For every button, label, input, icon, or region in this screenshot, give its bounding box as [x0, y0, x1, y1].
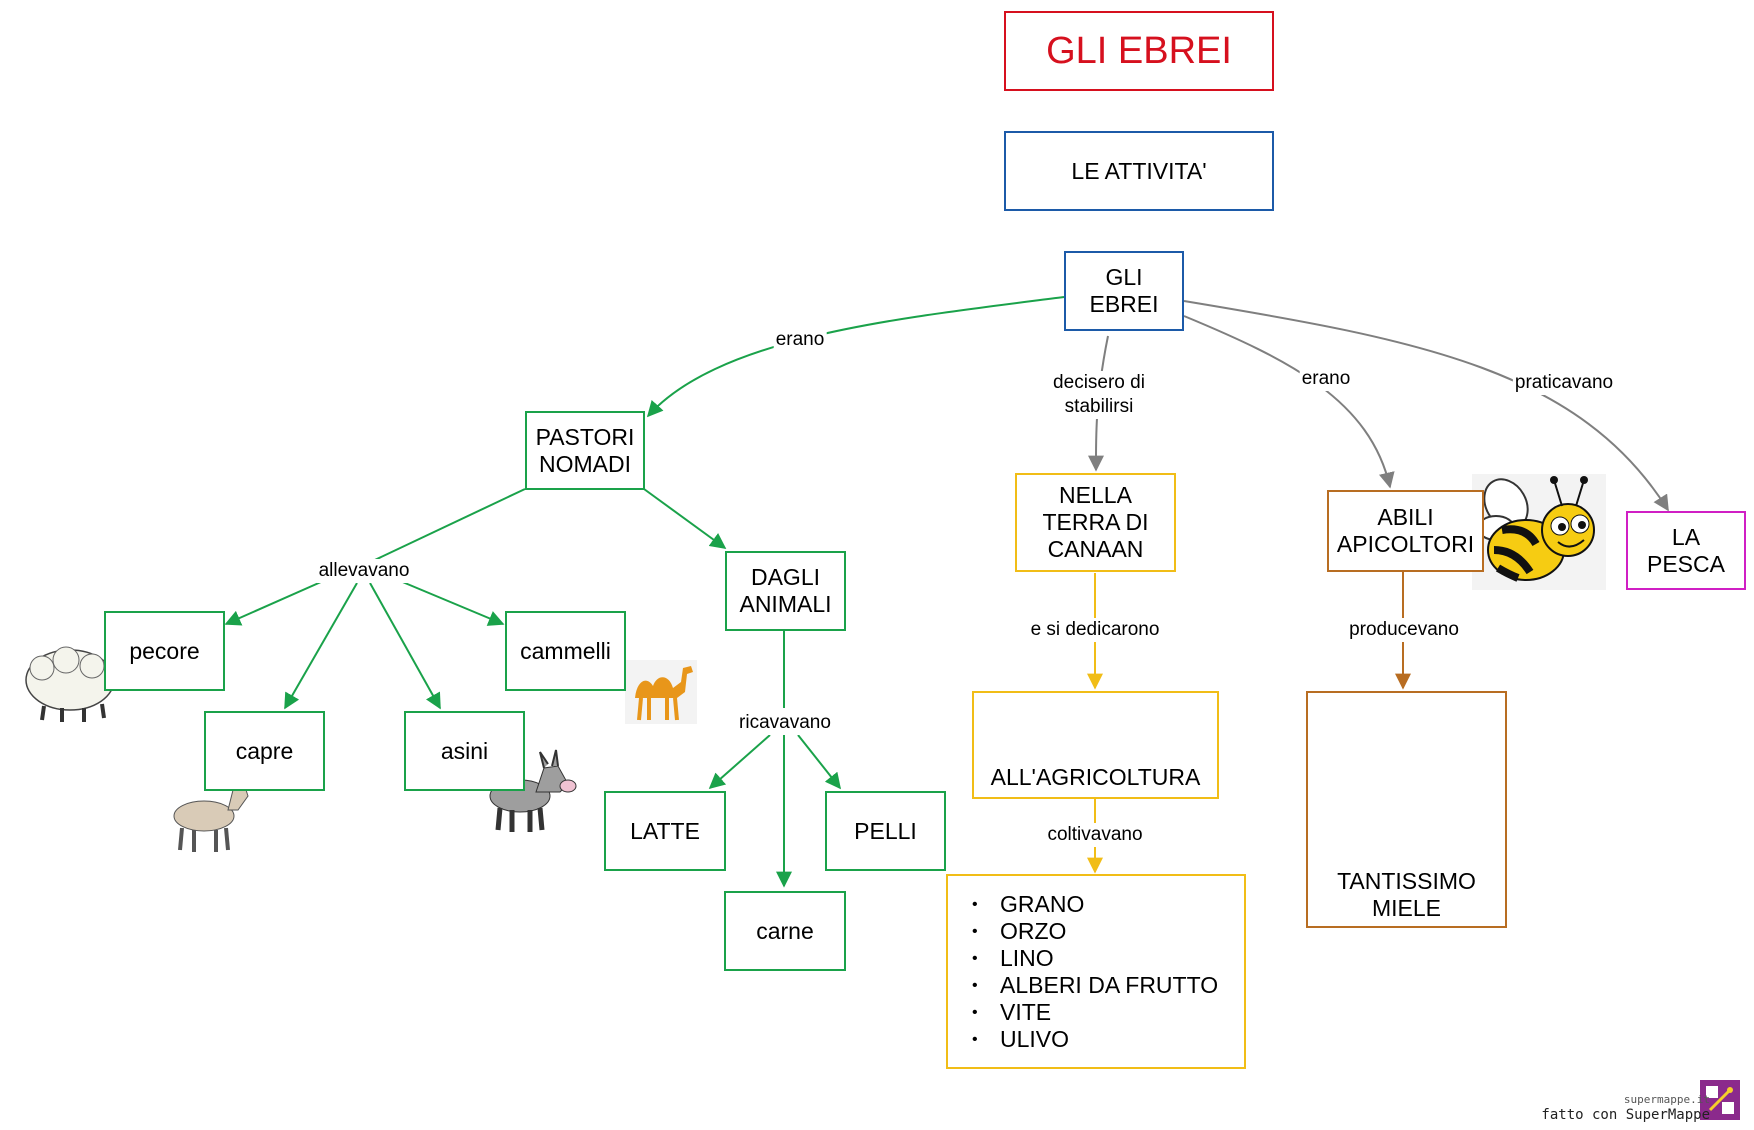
subtitle-text: LE ATTIVITA' — [1071, 157, 1207, 184]
page-title: GLI EBREI — [1004, 11, 1274, 91]
node-agricoltura-label: ALL'AGRICOLTURA — [990, 764, 1201, 790]
edge-to-pecore — [224, 577, 331, 626]
node-latte[interactable]: LATTE — [604, 791, 726, 871]
node-canaan-label: NELLA TERRA DI CANAAN — [1042, 482, 1149, 562]
node-pelli[interactable]: PELLI — [825, 791, 946, 871]
edge-label-erano-apicoltori: erano — [1299, 367, 1353, 391]
edge-label-erano-pastori: erano — [773, 328, 827, 352]
crop-item: GRANO — [948, 891, 1218, 918]
edge-label-praticavano: praticavano — [1512, 371, 1616, 395]
crop-item: ULIVO — [948, 1026, 1218, 1053]
crop-item: ORZO — [948, 918, 1218, 945]
edge-label-allevavano: allevavano — [316, 559, 412, 583]
subtitle-box: LE ATTIVITA' — [1004, 131, 1274, 211]
page-title-text: GLI EBREI — [1046, 29, 1232, 72]
node-asini-label: asini — [440, 737, 489, 764]
node-la-pesca[interactable]: LA PESCA — [1626, 511, 1746, 590]
node-root[interactable]: GLI EBREI — [1064, 251, 1184, 331]
edge-to-cammelli — [392, 577, 505, 626]
node-capre[interactable]: capre — [204, 711, 325, 791]
footer-credit: supermappe.it fatto con SuperMappe — [1541, 1093, 1710, 1124]
edge-pastori-animali — [643, 488, 727, 549]
node-pecore-label: pecore — [129, 637, 200, 664]
footer-site: supermappe.it — [1623, 1093, 1710, 1106]
node-asini[interactable]: asini — [404, 711, 525, 791]
node-pecore[interactable]: pecore — [104, 611, 225, 691]
node-terra-canaan[interactable]: NELLA TERRA DI CANAAN — [1015, 473, 1176, 572]
node-tantissimo-miele[interactable]: TANTISSIMO MIELE — [1306, 691, 1507, 928]
donkey-picture — [489, 749, 577, 832]
edge-to-latte — [708, 734, 771, 790]
edge-root-pesca — [1183, 300, 1669, 512]
node-agricoltura[interactable]: ALL'AGRICOLTURA — [972, 691, 1219, 799]
node-latte-label: LATTE — [630, 817, 700, 844]
node-animali-label: DAGLI ANIMALI — [739, 564, 832, 617]
edge-label-decisero-stabilirsi: decisero di stabilirsi — [1051, 371, 1147, 419]
footer-credit-text: fatto con SuperMappe — [1541, 1107, 1710, 1123]
node-pastori-label: PASTORI NOMADI — [535, 423, 635, 477]
node-pesca-label: LA PESCA — [1647, 523, 1725, 577]
camel-picture — [625, 660, 697, 724]
node-abili-apicoltori[interactable]: ABILI APICOLTORI — [1327, 490, 1484, 572]
edge-to-pelli — [797, 734, 841, 790]
edge-label-ricavavano: ricavavano — [737, 711, 833, 735]
edge-label-dedicarono: e si dedicarono — [1028, 618, 1162, 642]
node-cammelli[interactable]: cammelli — [505, 611, 626, 691]
crops-list: GRANOORZOLINOALBERI DA FRUTTOVITEULIVO — [948, 891, 1218, 1053]
bee-picture — [1472, 474, 1606, 590]
crop-item: ALBERI DA FRUTTO — [948, 972, 1218, 999]
edge-pastori-allevavano — [359, 488, 526, 568]
node-cammelli-label: cammelli — [520, 637, 611, 664]
edge-root-pastori — [646, 296, 1065, 418]
edge-root-apicoltori — [1183, 315, 1395, 489]
node-miele-label: TANTISSIMO MIELE — [1337, 868, 1476, 921]
node-crops-list[interactable]: GRANOORZOLINOALBERI DA FRUTTOVITEULIVO — [946, 874, 1246, 1069]
node-carne[interactable]: carne — [724, 891, 846, 971]
node-apicoltori-label: ABILI APICOLTORI — [1336, 504, 1475, 557]
crop-item: VITE — [948, 999, 1218, 1026]
node-dagli-animali[interactable]: DAGLI ANIMALI — [725, 551, 846, 631]
edge-label-producevano: producevano — [1347, 618, 1461, 642]
edge-to-capre — [284, 582, 358, 710]
node-root-label: GLI EBREI — [1089, 264, 1159, 317]
node-pastori-nomadi[interactable]: PASTORI NOMADI — [525, 411, 645, 490]
crop-item: LINO — [948, 945, 1218, 972]
edge-label-coltivavano: coltivavano — [1045, 823, 1145, 847]
node-capre-label: capre — [235, 737, 294, 764]
node-carne-label: carne — [756, 917, 814, 944]
node-pelli-label: PELLI — [854, 817, 917, 844]
edge-to-asini — [369, 582, 441, 710]
supermappe-logo-icon — [1700, 1080, 1740, 1120]
